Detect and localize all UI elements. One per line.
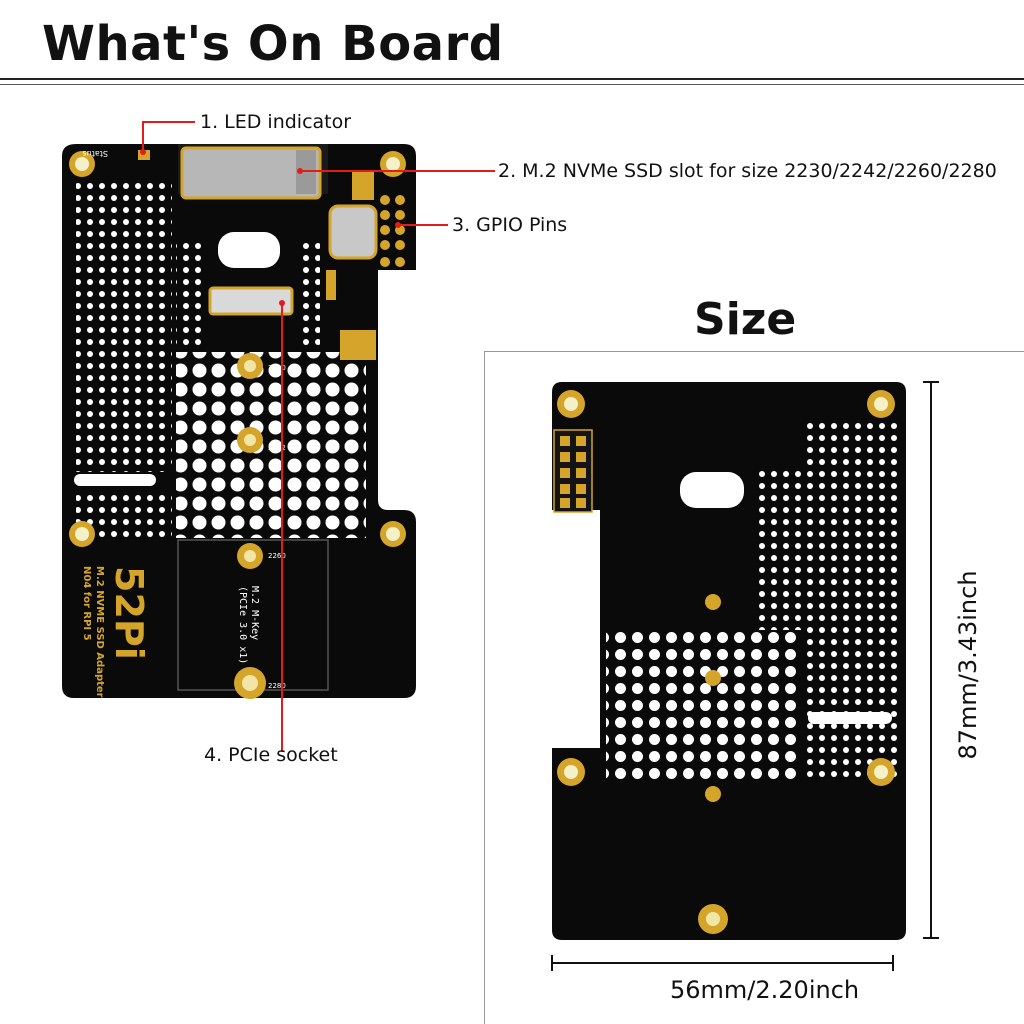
size-frame-top [484,351,1024,352]
callout-lines [142,121,495,752]
mounting-holes [69,151,406,547]
product-text: M.2 NVME SSD Adapter N04 for RPI 5 [81,566,105,698]
size-2280-label: 2280 [268,682,286,690]
status-label: Status [83,149,109,158]
size-2242-label: 2242 [268,444,286,452]
m2-ssd-slot [180,146,322,200]
title-divider-thin [0,84,1024,85]
callout-pcie: 4. PCIe socket [204,744,338,766]
title-divider [0,78,1024,80]
led-indicator [138,150,150,160]
callout-m2-slot: 2. M.2 NVMe SSD slot for size 2230/2242/… [498,160,997,182]
slot-text-2: (PCIe 3.0 x1) [237,586,248,664]
back-cutout [680,472,744,508]
brand-logo: 52Pi [107,566,151,660]
standoff-holes [234,353,266,699]
gpio-pins [380,195,405,267]
size-2260-label: 2260 [268,552,286,560]
product-line-2: N04 for RPI 5 [81,566,92,641]
size-2230-label: 2230 [268,364,286,372]
back-mounting-holes [557,390,895,934]
dot-grid-left [76,182,172,472]
dimension-lines [551,381,939,971]
size-frame-left [484,351,485,1024]
product-line-1: M.2 NVME SSD Adapter [94,566,105,698]
page-title: What's On Board [42,16,504,72]
dot-grid-slot [176,240,206,350]
height-dimension-label: 87mm/3.43inch [954,570,982,760]
slot-text-1: M.2 M-Key [249,586,260,640]
width-dimension-label: 56mm/2.20inch [670,976,860,1004]
board-cutout [218,232,280,268]
slot-text: M.2 M-Key (PCIe 3.0 x1) [237,586,260,664]
inductor [328,204,378,260]
callout-led: 1. LED indicator [200,111,352,133]
size-title: Size [694,294,797,345]
dot-grid-center [176,352,366,538]
pcie-socket [208,286,294,316]
back-gpio-header [553,429,593,513]
callout-gpio: 3. GPIO Pins [452,214,568,236]
